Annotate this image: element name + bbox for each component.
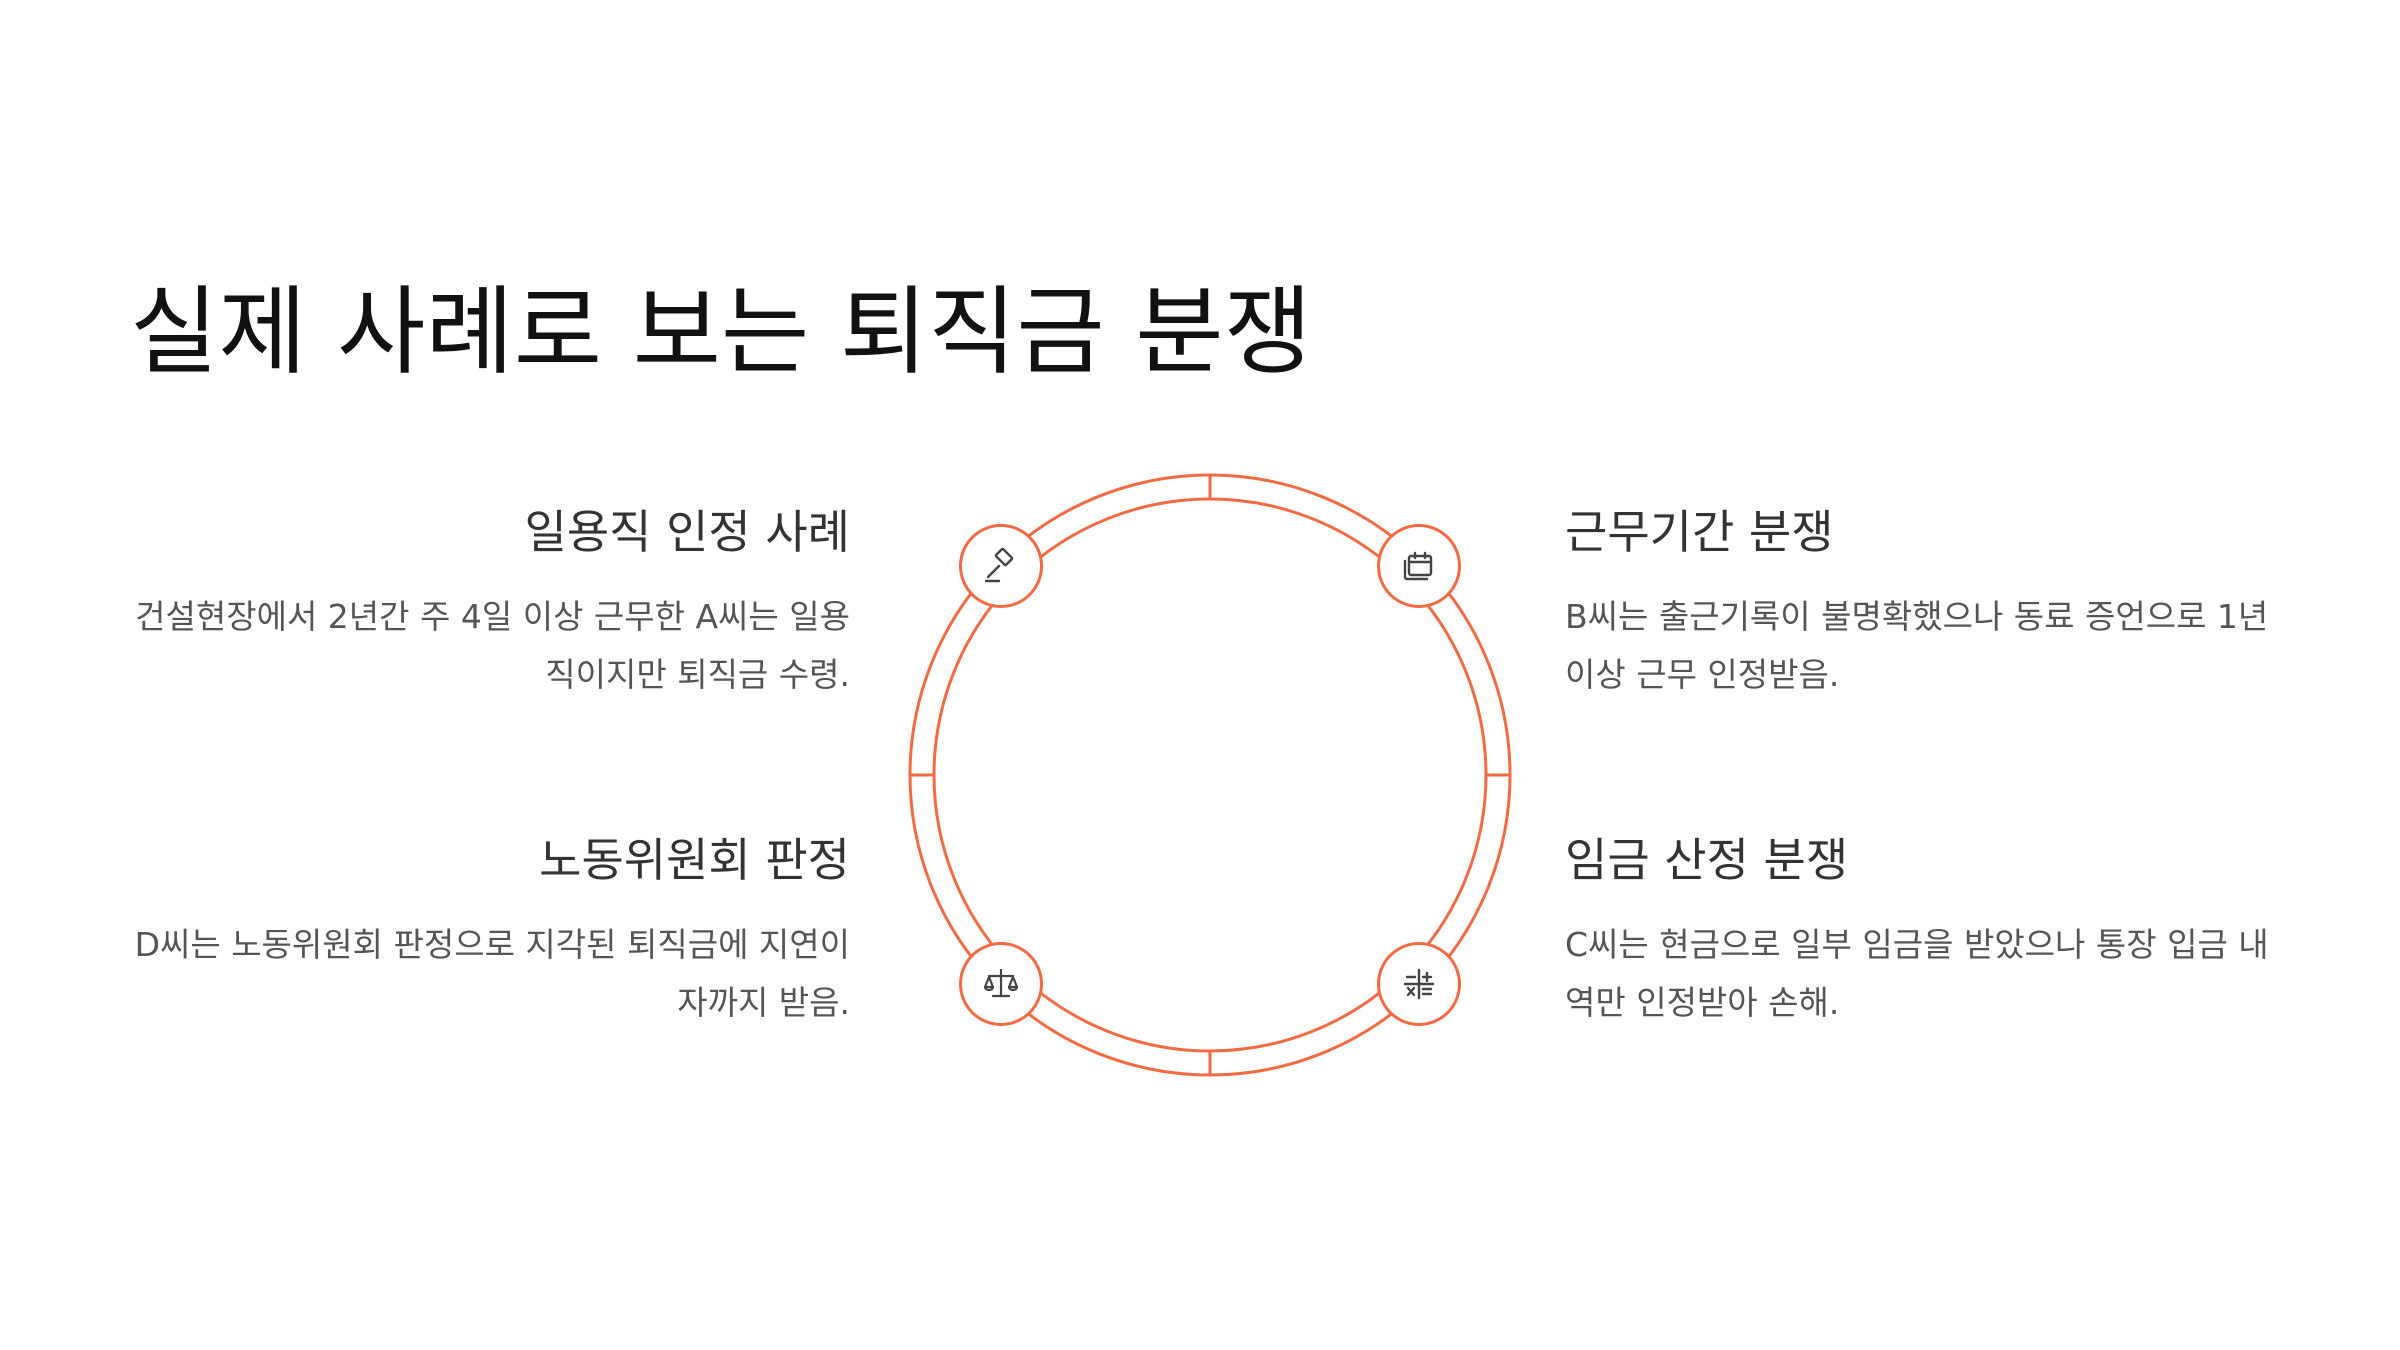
cycle-ring	[908, 473, 1512, 1077]
case-description: D씨는 노동위원회 판정으로 지각된 퇴직금에 지연이자까지 받음.	[134, 925, 850, 1023]
case-card-daily-worker: 일용직 인정 사례 건설현장에서 2년간 주 4일 이상 근무한 A씨는 일용직…	[130, 505, 850, 704]
case-card-labor-commission: 노동위원회 판정 D씨는 노동위원회 판정으로 지각된 퇴직금에 지연이자까지 …	[130, 833, 850, 1032]
case-description: C씨는 현금으로 일부 임금을 받았으나 통장 입금 내역만 인정받아 손해.	[1565, 925, 2269, 1023]
case-title: 임금 산정 분쟁	[1565, 833, 1849, 887]
case-card-wage-calculation: 임금 산정 분쟁 C씨는 현금으로 일부 임금을 받았으나 통장 입금 내역만 …	[1565, 833, 2285, 1032]
page-title: 실제 사례로 보는 퇴직금 분쟁	[130, 276, 1312, 388]
scales-icon	[959, 942, 1043, 1026]
case-title: 노동위원회 판정	[539, 833, 850, 887]
gavel-icon	[959, 524, 1043, 608]
calendar-icon	[1377, 524, 1461, 608]
case-description: B씨는 출근기록이 불명확했으나 동료 증언으로 1년 이상 근무 인정받음.	[1565, 597, 2269, 695]
case-title: 일용직 인정 사례	[524, 505, 850, 559]
calculator-icon	[1377, 942, 1461, 1026]
cycle-diagram	[895, 460, 1525, 1090]
case-title: 근무기간 분쟁	[1565, 505, 1834, 559]
case-card-work-period: 근무기간 분쟁 B씨는 출근기록이 불명확했으나 동료 증언으로 1년 이상 근…	[1565, 505, 2285, 704]
case-description: 건설현장에서 2년간 주 4일 이상 근무한 A씨는 일용직이지만 퇴직금 수령…	[135, 597, 850, 695]
